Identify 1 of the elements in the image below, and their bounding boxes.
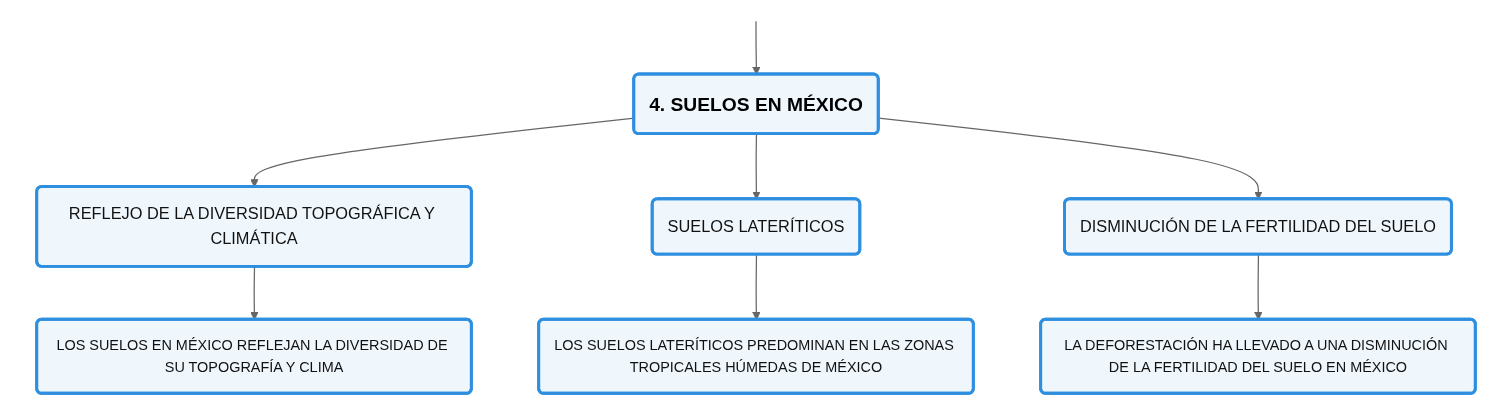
arrow xyxy=(752,20,761,75)
